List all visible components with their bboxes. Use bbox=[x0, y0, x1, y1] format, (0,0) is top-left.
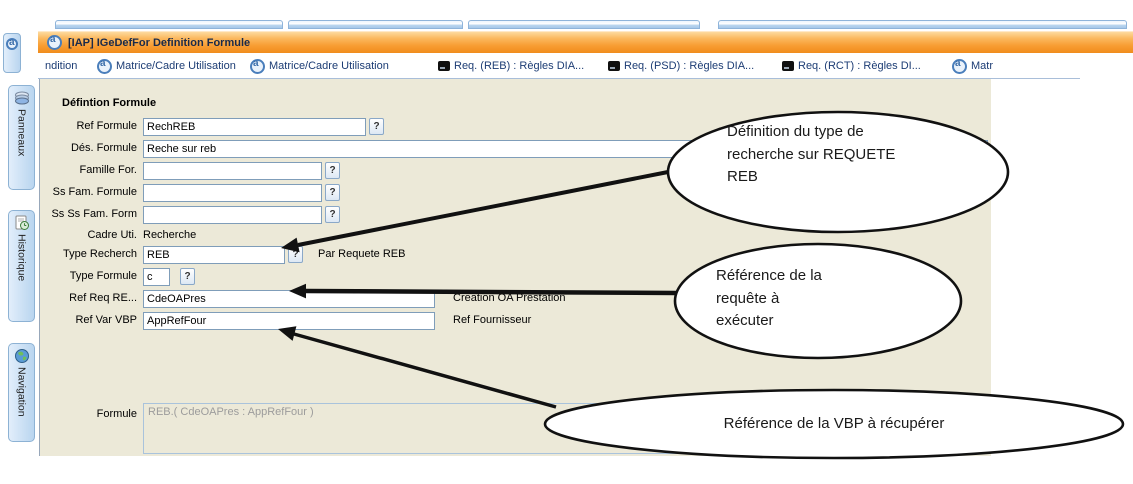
callout-text-requete: Référence de la requête à exécuter bbox=[716, 267, 822, 329]
field-label-des-formule: Dés. Formule bbox=[70, 142, 137, 154]
field-label-ref-req-re: Ref Req RE... bbox=[69, 292, 137, 304]
top-tab-strip-segment bbox=[55, 20, 283, 29]
field-label-type-formule: Type Formule bbox=[69, 270, 137, 282]
console-icon bbox=[782, 61, 794, 71]
type-formule-input[interactable] bbox=[143, 268, 170, 286]
callout-text-type-recherche: Définition du type de recherche sur REQU… bbox=[727, 123, 896, 185]
sidebar-item-label: Historique bbox=[15, 234, 28, 282]
tab-label: Matrice/Cadre Utilisation bbox=[269, 60, 389, 72]
ss-ss-fam-form-input[interactable] bbox=[143, 206, 322, 224]
sidebar-item-historique[interactable]: Historique bbox=[8, 210, 35, 322]
ref-var-vbp-input[interactable] bbox=[143, 312, 435, 330]
field-label-cadre-uti: Cadre Uti. bbox=[87, 229, 137, 241]
console-icon bbox=[438, 61, 450, 71]
tab-req-psd[interactable]: Req. (PSD) : Règles DIA... bbox=[608, 57, 754, 75]
tab-condition[interactable]: ndition bbox=[45, 57, 77, 75]
field-label-ref-var-vbp: Ref Var VBP bbox=[75, 314, 137, 326]
sidebar-item-label: Navigation bbox=[15, 367, 28, 417]
field-label-type-recherch: Type Recherch bbox=[63, 248, 137, 260]
ref-formule-help-button[interactable]: ? bbox=[369, 118, 384, 135]
famille-for-input[interactable] bbox=[143, 162, 322, 180]
ref-formule-input[interactable] bbox=[143, 118, 366, 136]
type-recherch-help-button[interactable]: ? bbox=[288, 246, 303, 263]
tab-label: Matrice/Cadre Utilisation bbox=[116, 60, 236, 72]
window-titlebar: [IAP] IGeDefFor Definition Formule bbox=[38, 31, 1133, 53]
tab-label: Matr bbox=[971, 60, 993, 72]
top-tab-strip-segment bbox=[288, 20, 463, 29]
tab-req-reb[interactable]: Req. (REB) : Règles DIA... bbox=[438, 57, 584, 75]
sidebar-app-tab[interactable] bbox=[3, 33, 21, 73]
ref-req-re-input[interactable] bbox=[143, 290, 435, 308]
tab-label: Req. (RCT) : Règles DI... bbox=[798, 60, 921, 72]
app-logo-icon bbox=[250, 58, 265, 74]
globe-icon bbox=[14, 349, 29, 363]
app-logo-icon bbox=[952, 58, 967, 74]
tab-req-rct[interactable]: Req. (RCT) : Règles DI... bbox=[782, 57, 921, 75]
field-label-ss-ss-fam-form: Ss Ss Fam. Form bbox=[51, 208, 137, 220]
sidebar-item-label: Panneaux bbox=[15, 109, 28, 157]
type-recherch-input[interactable] bbox=[143, 246, 285, 264]
top-tab-strip-segment bbox=[718, 20, 1127, 29]
app-logo-icon bbox=[47, 34, 62, 50]
ss-ss-fam-form-help-button[interactable]: ? bbox=[325, 206, 340, 223]
famille-for-help-button[interactable]: ? bbox=[325, 162, 340, 179]
console-icon bbox=[608, 61, 620, 71]
ref-var-vbp-note: Ref Fournisseur bbox=[453, 314, 532, 326]
tab-matrice-cadre-1[interactable]: Matrice/Cadre Utilisation bbox=[97, 57, 236, 75]
field-label-famille-for: Famille For. bbox=[79, 164, 137, 176]
cadre-uti-value: Recherche bbox=[143, 229, 197, 241]
ref-req-re-note: Creation OA Prestation bbox=[453, 292, 566, 304]
field-label-formule: Formule bbox=[96, 408, 137, 420]
tab-row-divider bbox=[38, 78, 1080, 79]
tab-matrice-cadre-3[interactable]: Matr bbox=[952, 57, 993, 75]
tab-label: ndition bbox=[45, 60, 78, 72]
app-logo-icon bbox=[6, 37, 18, 50]
callout-text-vbp: Référence de la VBP à récupérer bbox=[723, 415, 945, 432]
top-tab-strip-segment bbox=[468, 20, 700, 29]
type-recherch-note: Par Requete REB bbox=[318, 248, 406, 260]
tab-label: Req. (PSD) : Règles DIA... bbox=[624, 60, 755, 72]
field-label-ref-formule: Ref Formule bbox=[76, 120, 137, 132]
sidebar-item-navigation[interactable]: Navigation bbox=[8, 343, 35, 442]
field-label-ss-fam-formule: Ss Fam. Formule bbox=[52, 186, 137, 198]
window-title: [IAP] IGeDefFor Definition Formule bbox=[68, 36, 251, 49]
sidebar-item-panneaux[interactable]: Panneaux bbox=[8, 85, 35, 190]
tab-matrice-cadre-2[interactable]: Matrice/Cadre Utilisation bbox=[250, 57, 389, 75]
app-logo-icon bbox=[97, 58, 112, 74]
tab-label: Req. (REB) : Règles DIA... bbox=[454, 60, 585, 72]
type-formule-help-button[interactable]: ? bbox=[180, 268, 195, 285]
ss-fam-formule-input[interactable] bbox=[143, 184, 322, 202]
form-section-title: Défintion Formule bbox=[62, 97, 157, 109]
ss-fam-formule-help-button[interactable]: ? bbox=[325, 184, 340, 201]
history-icon bbox=[15, 215, 29, 230]
panels-icon bbox=[14, 91, 29, 105]
